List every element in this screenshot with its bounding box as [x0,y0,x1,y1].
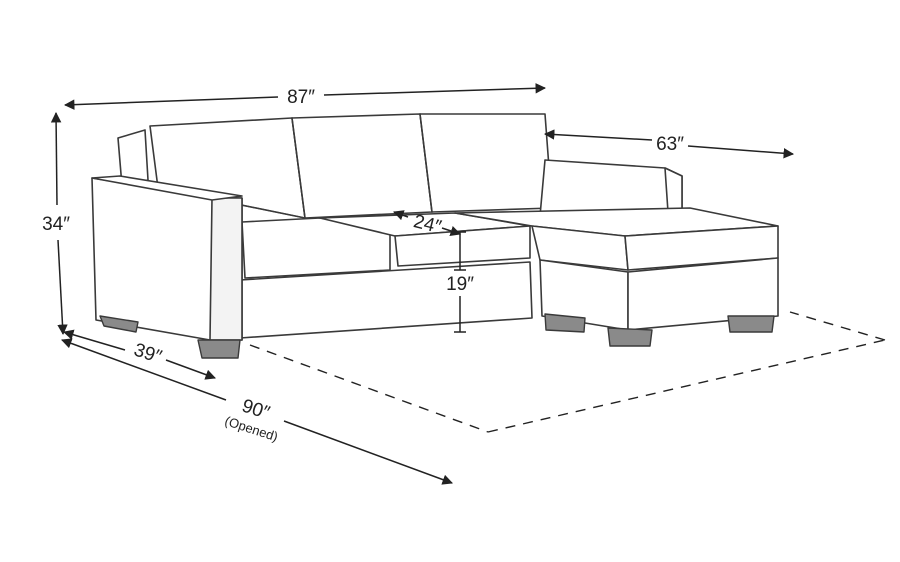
height-label: 34″ [42,214,70,235]
depth-dimension: 39″ [62,329,216,380]
chaise-length-dimension: 63″ [543,129,795,159]
chaise-length-label: 63″ [656,134,684,155]
seat-height-label: 19″ [446,274,474,295]
height-dimension: 34″ [42,111,70,336]
width-label: 87″ [287,87,315,108]
floor-footprint-outline [249,311,886,433]
seat-height-dimension: 19″ [446,231,474,333]
width-dimension: 87″ [63,83,547,110]
depth-label: 39″ [131,339,164,368]
opened-depth-dimension: 90″ (Opened) [61,338,453,485]
sectional-sofa-drawing [91,113,779,359]
